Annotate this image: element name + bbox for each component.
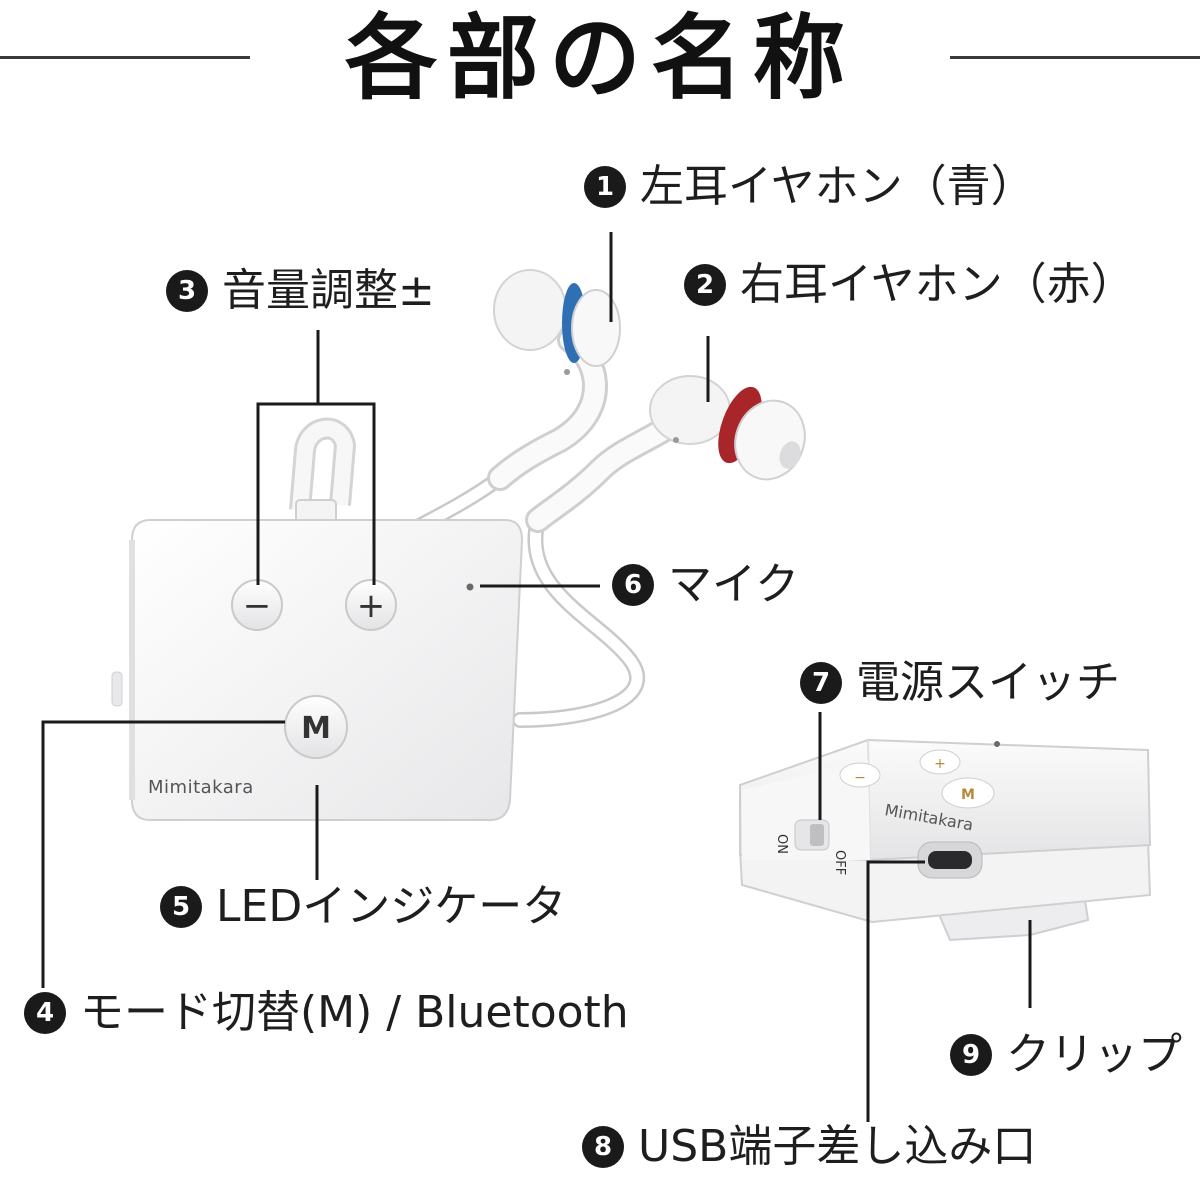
callout-led-indicator: 5 LEDインジケータ — [160, 882, 566, 932]
callout-number-badge: 9 — [950, 1034, 992, 1076]
callout-microphone: 6 マイク — [612, 560, 799, 610]
callout-number-badge: 6 — [612, 564, 654, 606]
callout-label: マイク — [668, 559, 800, 610]
microphone-hole — [466, 583, 474, 591]
callout-label: USB端子差し込み口 — [638, 1121, 1037, 1172]
title-rule-left — [0, 56, 250, 59]
callout-label: LEDインジケータ — [216, 881, 567, 932]
callout-mode-switch: 4 モード切替(M) / Bluetooth — [24, 988, 629, 1038]
leader-line-3b — [318, 402, 376, 585]
callout-left-earphone: 1 左耳イヤホン（青） — [584, 162, 1035, 212]
callout-usb-port: 8 USB端子差し込み口 — [582, 1122, 1036, 1172]
callout-label: 音量調整± — [222, 265, 435, 316]
callout-label: 電源スイッチ — [856, 657, 1120, 708]
power-switch — [794, 819, 830, 851]
page-title: 各部の名称 — [344, 5, 855, 112]
callout-power-switch: 7 電源スイッチ — [800, 658, 1120, 708]
callout-number-badge: 8 — [582, 1126, 624, 1168]
usb-port — [917, 841, 983, 879]
switch-off-label: OFF — [832, 850, 847, 875]
callout-label: モード切替(M) / Bluetooth — [80, 987, 629, 1038]
right-earphone — [525, 375, 806, 533]
callout-number-badge: 7 — [800, 662, 842, 704]
callout-volume: 3 音量調整± — [166, 266, 435, 316]
volume-minus-button[interactable]: − — [231, 579, 283, 631]
front-device: − + M Mimitakara — [111, 519, 524, 821]
side-volume-minus-button: − — [839, 762, 881, 788]
callout-number-badge: 5 — [160, 886, 202, 928]
side-mode-button: M — [941, 777, 995, 809]
brand-logo-front: Mimitakara — [148, 777, 254, 798]
leader-line-3 — [256, 330, 320, 585]
title-rule-right — [950, 56, 1200, 59]
mode-button-symbol: M — [301, 711, 331, 746]
callout-label: クリップ — [1006, 1029, 1182, 1080]
side-minus-symbol: − — [854, 770, 866, 786]
callout-right-earphone: 2 右耳イヤホン（赤） — [684, 260, 1135, 310]
leader-lines — [41, 232, 1032, 1122]
callout-label: 右耳イヤホン（赤） — [740, 259, 1135, 310]
callout-label: 左耳イヤホン（青） — [640, 161, 1035, 212]
volume-plus-button[interactable]: + — [345, 579, 397, 631]
left-earphone — [487, 269, 621, 491]
side-device: − + M ON OFF Mimitakara — [738, 738, 1152, 942]
side-mode-symbol: M — [961, 787, 975, 803]
callout-clip: 9 クリップ — [950, 1030, 1182, 1080]
side-volume-plus-button: + — [919, 749, 961, 775]
leader-line-4 — [41, 720, 285, 988]
side-microphone-hole — [994, 741, 1000, 747]
front-clip-loop — [289, 417, 356, 527]
callout-number-badge: 1 — [584, 166, 626, 208]
callout-number-badge: 4 — [24, 992, 66, 1034]
callout-number-badge: 2 — [684, 264, 726, 306]
mode-button[interactable]: M — [284, 695, 348, 759]
leader-line-8 — [866, 860, 925, 1122]
side-plus-symbol: + — [934, 756, 946, 772]
volume-minus-symbol: − — [243, 586, 272, 626]
callout-number-badge: 3 — [166, 270, 208, 312]
switch-on-label: ON — [774, 834, 789, 854]
volume-plus-symbol: + — [357, 586, 386, 626]
